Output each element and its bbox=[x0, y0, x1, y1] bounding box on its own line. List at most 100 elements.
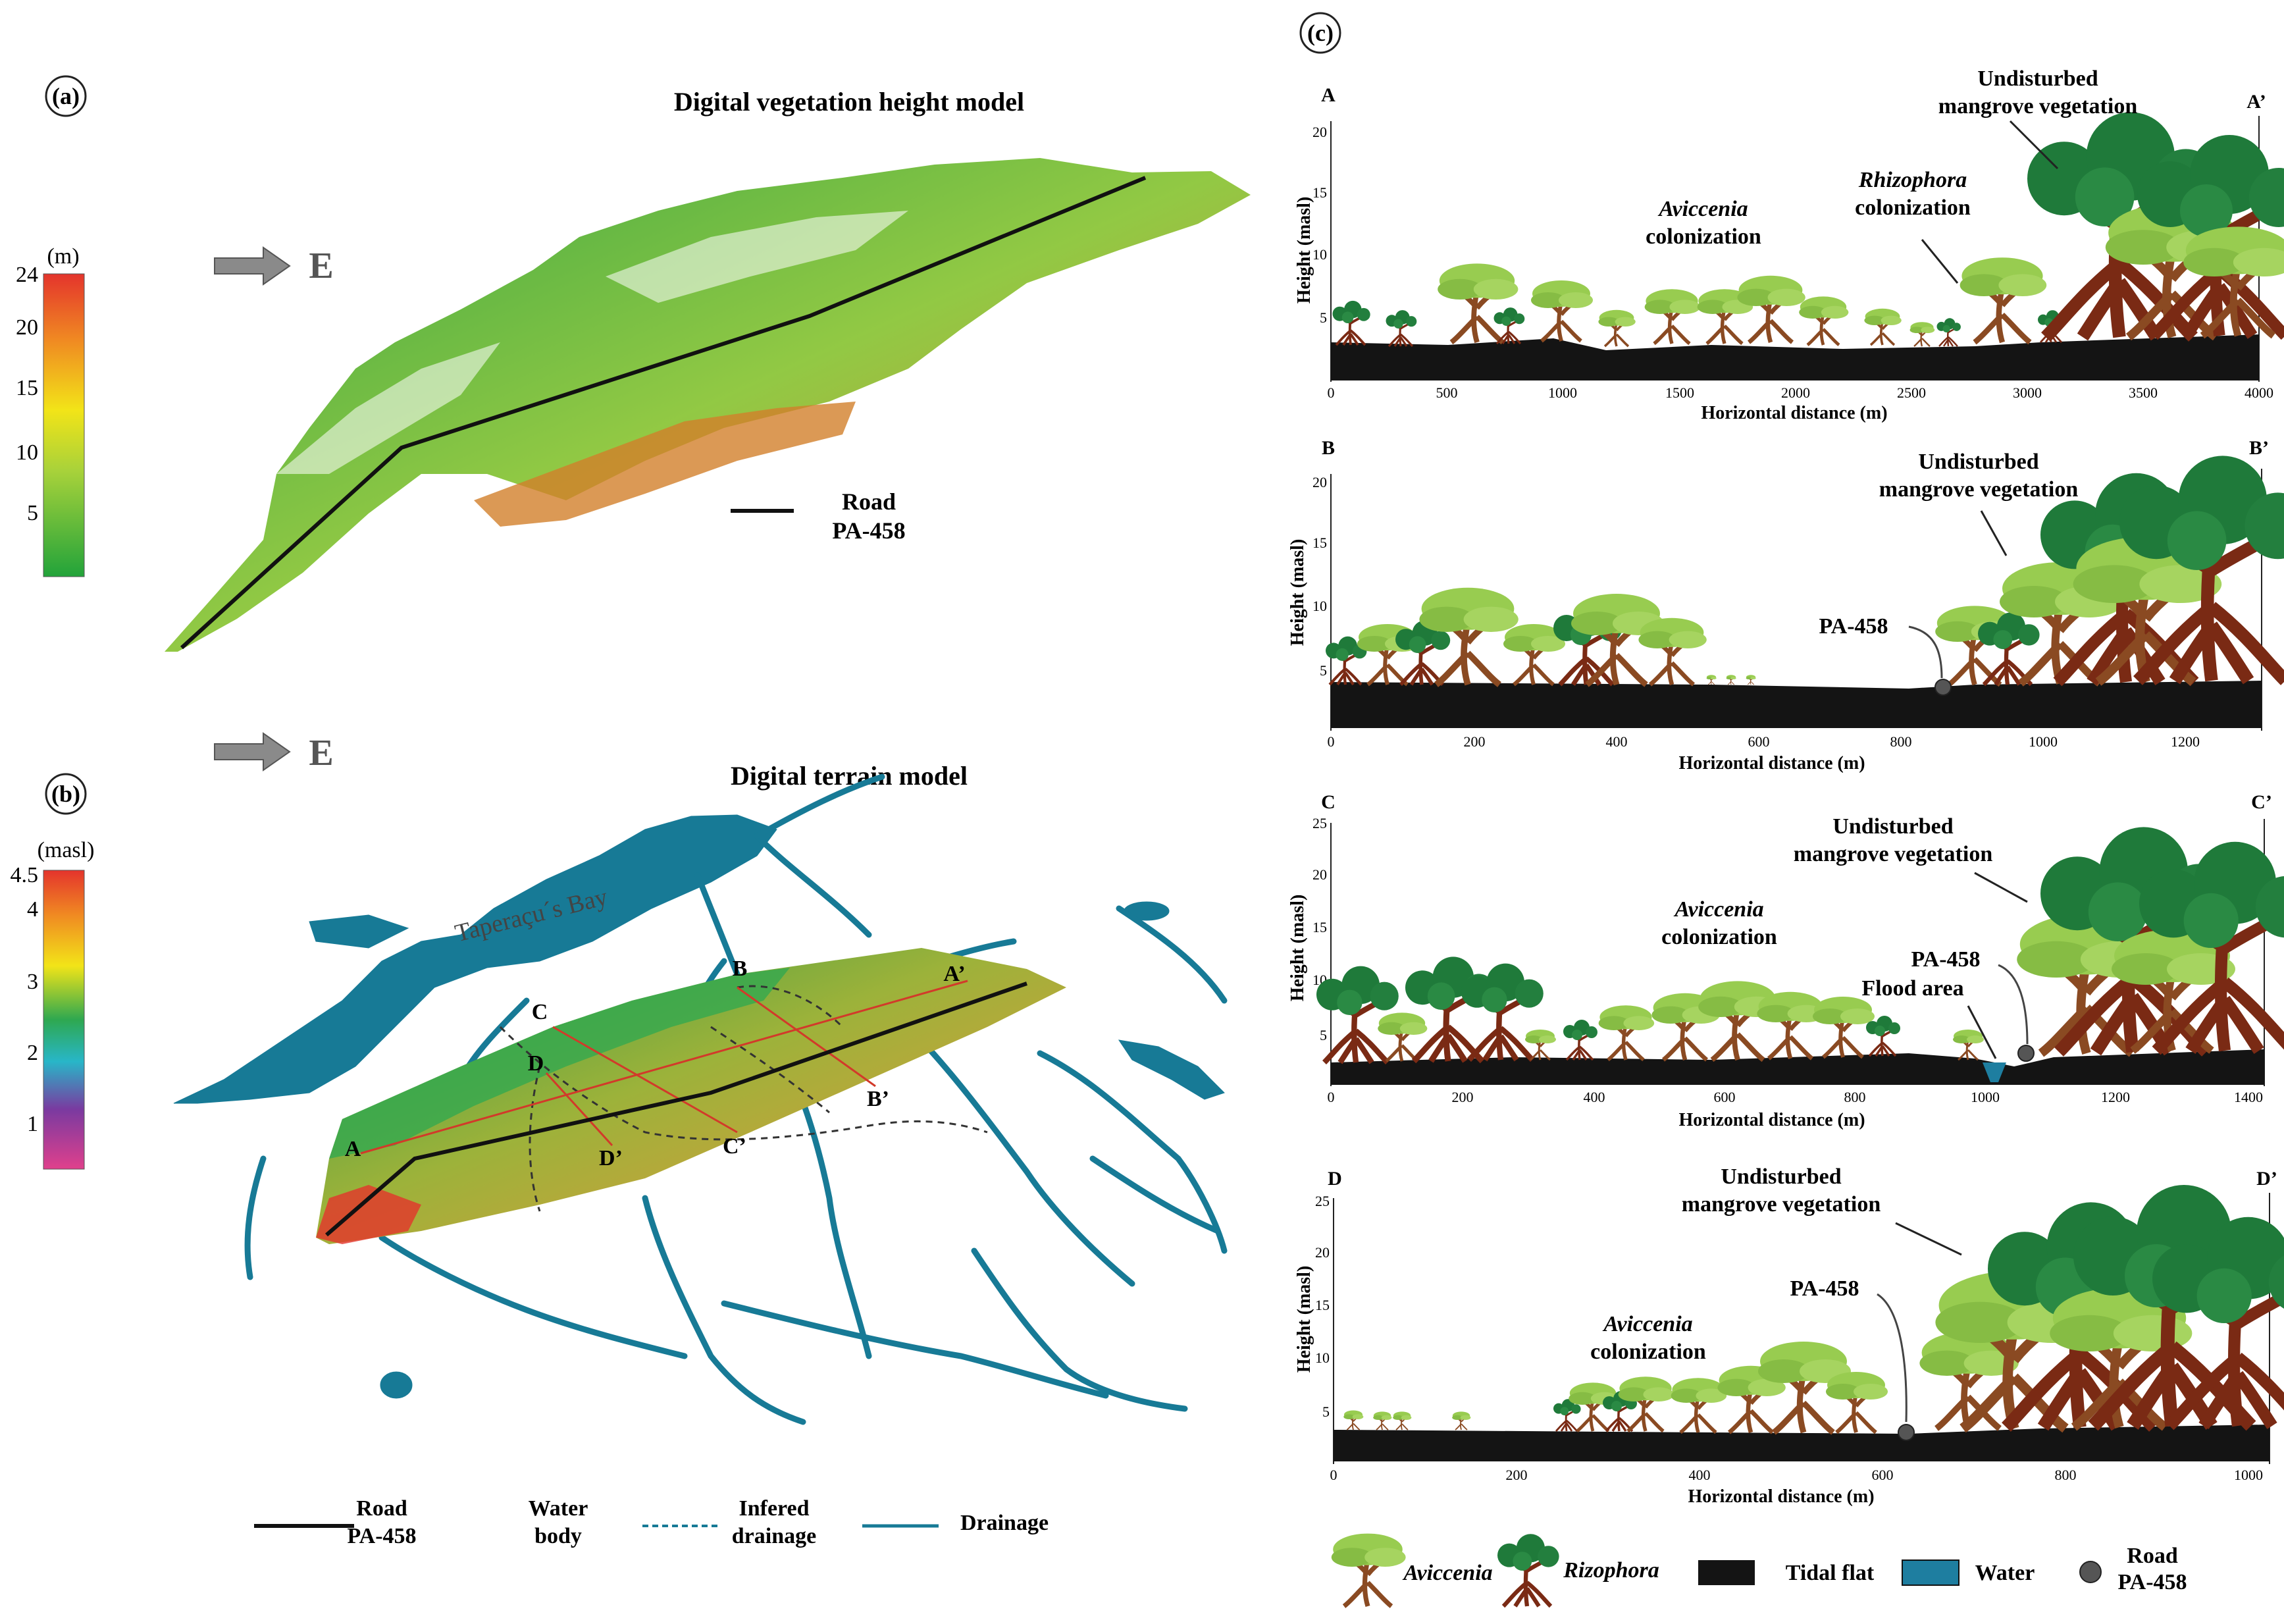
profile-end-label: D’ bbox=[2256, 1168, 2277, 1190]
undisturbed-label-l2: mangrove vegetation bbox=[1879, 477, 2079, 502]
profile-y-tick: 10 bbox=[1312, 246, 1327, 263]
panel-a-scale-tick: 24 bbox=[16, 263, 38, 287]
colonization-label: colonization bbox=[1590, 1340, 1706, 1364]
legend-road-l2: PA-458 bbox=[347, 1524, 416, 1548]
profile-x-tick: 800 bbox=[1844, 1089, 1866, 1105]
profile-y-tick: 15 bbox=[1312, 535, 1327, 551]
profile-d: D D’ Height (masl) 25 20 15 10 5 bbox=[1294, 1165, 2284, 1507]
colonization-label: colonization bbox=[1855, 196, 1971, 220]
profile-x-tick: 0 bbox=[1328, 1089, 1335, 1105]
avicennia-label: Aviccenia bbox=[1657, 197, 1748, 221]
profile-x-tick: 200 bbox=[1506, 1467, 1528, 1483]
undisturbed-arrow bbox=[1896, 1223, 1961, 1255]
profile-x-tick: 2000 bbox=[1781, 384, 1810, 401]
profile-x-tick: 500 bbox=[1436, 384, 1458, 401]
panel-c-letter: (c) bbox=[1307, 20, 1334, 46]
colonization-label: colonization bbox=[1661, 925, 1777, 949]
legend-road-l1: Road bbox=[2127, 1544, 2178, 1568]
profile-y-tick: 15 bbox=[1312, 919, 1327, 935]
tidal-flat-profile bbox=[1331, 681, 2262, 728]
road-arrow bbox=[1877, 1294, 1906, 1422]
panel-b-scale-tick: 4.5 bbox=[11, 863, 39, 887]
profile-x-tick: 400 bbox=[1584, 1089, 1605, 1105]
panel-a: (a) Digital vegetation height model (m) … bbox=[16, 76, 1251, 652]
profile-start-label: B bbox=[1322, 437, 1335, 459]
panel-a-north-letter: E bbox=[309, 246, 333, 286]
legend-tidal-flat: Tidal flat bbox=[1786, 1561, 1875, 1585]
panel-b: (b) Digital terrain model E (masl) 4.5 4… bbox=[11, 733, 1225, 1548]
profile-x-tick: 0 bbox=[1328, 733, 1335, 750]
mangrove-trees bbox=[1326, 456, 2284, 685]
profile-y-tick: 20 bbox=[1312, 124, 1327, 140]
profile-x-tick: 1200 bbox=[2171, 733, 2200, 750]
profile-x-tick: 3000 bbox=[2013, 384, 2042, 401]
panel-b-scale-unit: (masl) bbox=[38, 838, 95, 862]
legend-avicennia: Aviccenia bbox=[1402, 1561, 1492, 1585]
profile-x-tick: 400 bbox=[1689, 1467, 1711, 1483]
profile-x-tick: 1400 bbox=[2234, 1089, 2263, 1105]
profile-y-tick: 25 bbox=[1312, 815, 1327, 831]
profile-x-axis-label: Horizontal distance (m) bbox=[1688, 1486, 1874, 1507]
undisturbed-label-l1: Undisturbed bbox=[1832, 814, 1953, 839]
panel-b-color-scale bbox=[43, 870, 84, 1169]
colonization-label: colonization bbox=[1646, 224, 1761, 249]
legend-road-dot bbox=[2080, 1561, 2101, 1583]
profile-y-tick: 15 bbox=[1312, 184, 1327, 201]
profile-start-label: C bbox=[1321, 791, 1336, 813]
panel-c: (c) A A’ Height (masl) 20 15 10 5 bbox=[1287, 13, 2284, 1606]
profile-x-axis-label: Horizontal distance (m) bbox=[1678, 1110, 1865, 1130]
road-dot bbox=[1898, 1425, 1914, 1440]
section-label-b-prime: B’ bbox=[867, 1087, 889, 1111]
panel-a-legend-road-l1: Road bbox=[842, 488, 896, 515]
legend-water-swatch bbox=[1902, 1560, 1959, 1585]
mangrove-trees bbox=[1333, 112, 2284, 346]
legend-road-l1: Road bbox=[356, 1496, 407, 1521]
profile-y-tick: 15 bbox=[1315, 1297, 1330, 1313]
panel-c-legend: Aviccenia Rizophora Tidal flat Water Roa… bbox=[1332, 1534, 2187, 1606]
undisturbed-label-l1: Undisturbed bbox=[1918, 450, 2038, 474]
profile-start-label: A bbox=[1321, 84, 1336, 106]
section-label-c-prime: C’ bbox=[723, 1134, 746, 1159]
road-label: PA-458 bbox=[1819, 614, 1888, 639]
tidal-flat-profile bbox=[1331, 334, 2259, 380]
profile-x-axis-label: Horizontal distance (m) bbox=[1678, 753, 1865, 773]
profile-x-tick: 0 bbox=[1330, 1467, 1337, 1483]
undisturbed-label-l1: Undisturbed bbox=[1977, 66, 2098, 91]
profile-c: C C’ Height (masl) 25 20 15 10 5 bbox=[1287, 791, 2284, 1130]
legend-drainage: Drainage bbox=[960, 1511, 1049, 1535]
profile-y-tick: 10 bbox=[1315, 1349, 1330, 1366]
profile-y-tick: 5 bbox=[1322, 1403, 1330, 1420]
profile-x-tick: 1000 bbox=[1548, 384, 1577, 401]
profile-x-tick: 600 bbox=[1872, 1467, 1894, 1483]
panel-a-scale-tick: 20 bbox=[16, 315, 38, 340]
section-label-a: A bbox=[345, 1137, 361, 1161]
mangrove-trees bbox=[1343, 1185, 2284, 1432]
rhizophora-arrow bbox=[1922, 240, 1958, 283]
panel-b-scale-tick: 1 bbox=[27, 1112, 38, 1136]
legend-water-l1: Water bbox=[529, 1496, 588, 1521]
profile-end-label: C’ bbox=[2251, 791, 2272, 813]
avicennia-label: Aviccenia bbox=[1602, 1312, 1692, 1336]
profile-y-tick: 5 bbox=[1320, 309, 1327, 326]
undisturbed-arrow bbox=[1975, 873, 2027, 902]
rhizophora-label: Rhizophora bbox=[1858, 168, 1967, 192]
profile-start-label: D bbox=[1328, 1168, 1342, 1190]
profile-y-tick: 20 bbox=[1315, 1244, 1330, 1261]
profile-x-tick: 600 bbox=[1714, 1089, 1736, 1105]
profile-x-tick: 2500 bbox=[1897, 384, 1926, 401]
profile-x-tick: 0 bbox=[1328, 384, 1335, 401]
legend-road-l2: PA-458 bbox=[2117, 1570, 2187, 1594]
profile-end-label: A’ bbox=[2246, 91, 2266, 113]
road-label: PA-458 bbox=[1790, 1276, 1859, 1301]
profile-x-tick: 1000 bbox=[1971, 1089, 2000, 1105]
profile-x-tick: 200 bbox=[1464, 733, 1486, 750]
panel-a-legend-road-l2: PA-458 bbox=[832, 517, 905, 544]
road-arrow bbox=[1998, 965, 2027, 1044]
avicennia-label: Aviccenia bbox=[1673, 897, 1763, 922]
profile-y-axis-label: Height (masl) bbox=[1287, 539, 1308, 646]
panel-a-scale-unit: (m) bbox=[47, 244, 79, 269]
section-label-b: B bbox=[733, 956, 748, 981]
legend-water: Water bbox=[1975, 1561, 2035, 1585]
road-dot bbox=[2018, 1045, 2034, 1061]
profile-x-tick: 800 bbox=[2055, 1467, 2077, 1483]
